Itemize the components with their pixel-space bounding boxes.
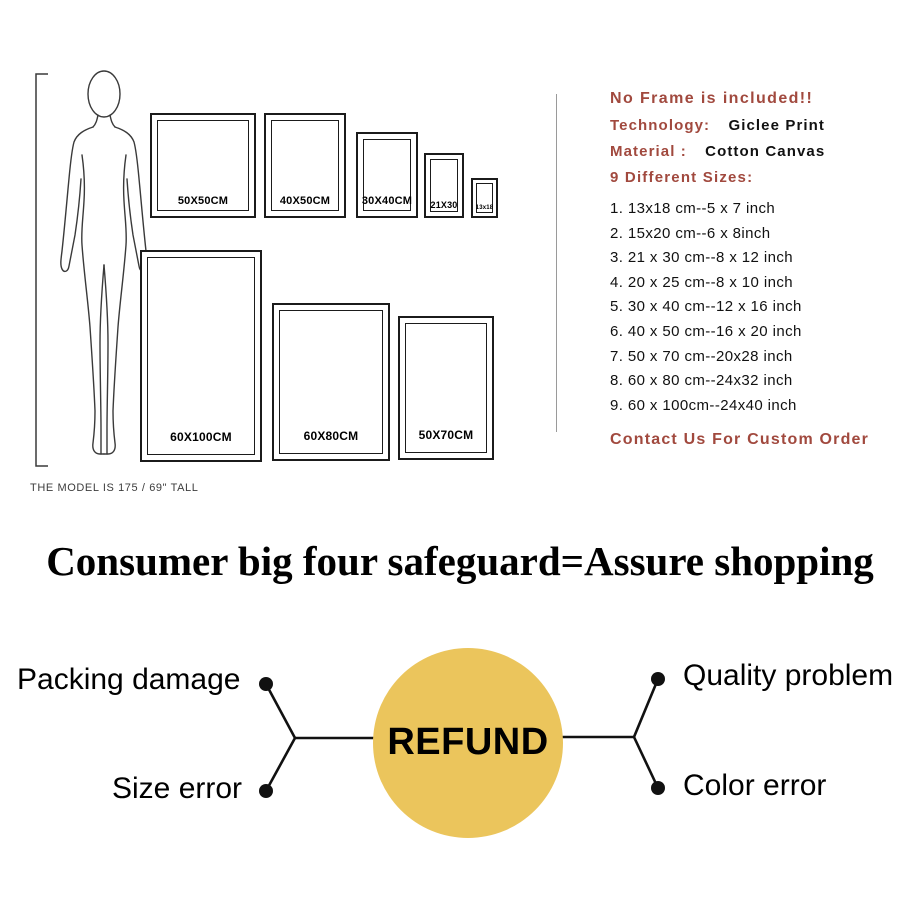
product-details-panel: No Frame is included!! Technology: Gicle… (610, 90, 912, 449)
frame-inner-border (363, 139, 411, 211)
size-list-item: 6. 40 x 50 cm--16 x 20 inch (610, 322, 802, 340)
material-value: Cotton Canvas (705, 143, 826, 160)
frame-50x70: 50X70CM (398, 316, 494, 460)
size-list-item: 2. 15x20 cm--6 x 8inch (610, 224, 771, 242)
size-list-item: 7. 50 x 70 cm--20x28 inch (610, 347, 793, 365)
frame-inner-border (279, 310, 383, 454)
left-connector-line (264, 682, 297, 793)
frame-size-label: 60X100CM (170, 430, 232, 444)
frame-21x30: 21X30 (424, 153, 464, 218)
frame-size-label: 30X40CM (361, 195, 413, 207)
bullet-dot (651, 781, 665, 795)
frame-inner-border (147, 257, 255, 455)
frame-60x80: 60X80CM (272, 303, 390, 461)
safeguard-quality-problem: Quality problem (683, 659, 894, 692)
frame-inner-border (430, 159, 458, 212)
model-height-note: THE MODEL IS 175 / 69" TALL (30, 482, 199, 494)
frame-size-label: 21X30 (430, 200, 458, 210)
bullet-dot (259, 677, 273, 691)
material-row: Material : Cotton Canvas (610, 143, 912, 160)
material-label: Material : (610, 143, 687, 160)
right-connector-line (632, 677, 660, 790)
safeguard-packing-damage: Packing damage (17, 663, 241, 696)
size-list-item: 8. 60 x 80 cm--24x32 inch (610, 372, 793, 390)
figure-body-left (60, 114, 105, 455)
size-list-item: 3. 21 x 30 cm--8 x 12 inch (610, 249, 793, 267)
technology-value: Giclee Print (728, 117, 826, 134)
bullet-dot (259, 784, 273, 798)
human-figure-diagram (35, 70, 148, 467)
frame-40x50: 40X50CM (264, 113, 346, 218)
frame-size-label: 13x18 (475, 205, 494, 211)
frame-50x50: 50X50CM (150, 113, 256, 218)
bullet-dot (651, 672, 665, 686)
refund-badge (373, 648, 563, 838)
safeguard-headline: Consumer big four safeguard=Assure shopp… (46, 538, 874, 584)
frame-size-label: 50X70CM (418, 428, 474, 442)
sizes-heading: 9 Different Sizes: (610, 169, 754, 186)
frame-inner-border (271, 120, 339, 211)
technology-row: Technology: Giclee Print (610, 117, 912, 134)
no-frame-note: No Frame is included!! (610, 90, 814, 107)
refund-label: REFUND (387, 721, 549, 763)
technology-label: Technology: (610, 117, 711, 134)
size-list-item: 4. 20 x 25 cm--8 x 10 inch (610, 273, 793, 291)
size-list-item: 1. 13x18 cm--5 x 7 inch (610, 200, 776, 217)
frame-inner-border (157, 120, 249, 211)
frame-size-label: 40X50CM (279, 195, 331, 207)
safeguard-color-error: Color error (683, 769, 827, 802)
vertical-divider (556, 94, 557, 432)
frame-30x40: 30X40CM (356, 132, 418, 218)
frame-60x100: 60X100CM (140, 250, 262, 462)
contact-custom-order: Contact Us For Custom Order (610, 431, 870, 449)
figure-head (87, 70, 121, 118)
size-list: 1. 13x18 cm--5 x 7 inch 2. 15x20 cm--6 x… (610, 197, 912, 418)
frame-size-label: 60X80CM (303, 429, 359, 443)
frame-13x18: 13x18 (471, 178, 498, 218)
safeguard-size-error: Size error (112, 772, 243, 805)
height-bracket (35, 73, 48, 467)
frame-size-label: 50X50CM (177, 195, 229, 207)
frame-inner-border (476, 183, 493, 213)
refund-diagram (259, 648, 665, 838)
size-list-item: 9. 60 x 100cm--24x40 inch (610, 396, 797, 414)
size-list-item: 5. 30 x 40 cm--12 x 16 inch (610, 298, 802, 316)
frame-inner-border (405, 323, 487, 453)
